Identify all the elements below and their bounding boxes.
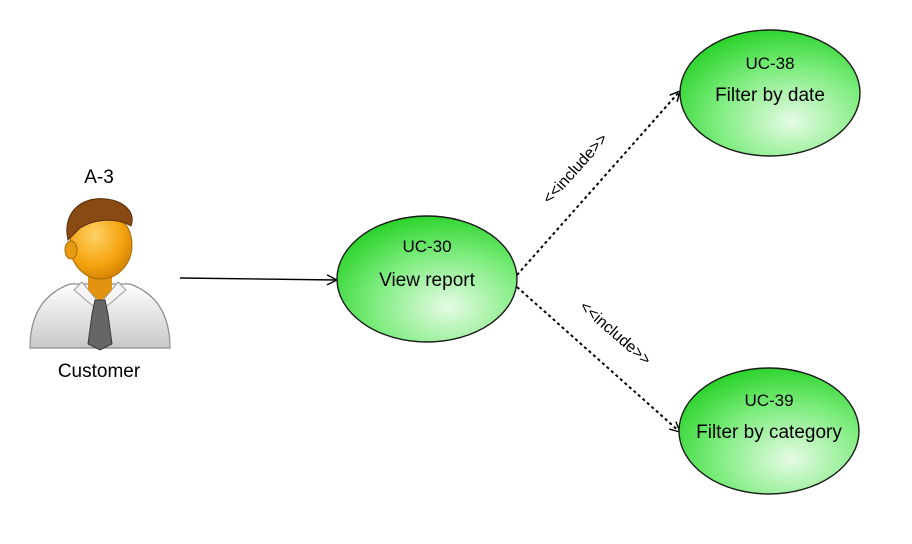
use-case-name: Filter by date [715, 85, 825, 106]
use-case-name: View report [379, 270, 475, 291]
actor-customer[interactable]: A-3 Customer [29, 167, 171, 382]
actor-id: A-3 [84, 167, 114, 188]
use-case-id: UC-38 [745, 54, 794, 73]
association-line [179, 278, 337, 280]
include-line-date [516, 91, 680, 276]
use-case-name: Filter by category [696, 422, 842, 443]
use-case-id: UC-39 [744, 391, 793, 410]
use-case-id: UC-30 [402, 237, 451, 256]
include-label-date: <<include>> [540, 131, 612, 208]
person-icon [29, 198, 171, 351]
include-label-category: <<include>> [576, 298, 654, 369]
use-case-view-report[interactable]: UC-30 View report [336, 215, 518, 343]
include-line-category [516, 286, 680, 432]
actor-name: Customer [58, 361, 141, 382]
use-case-filter-date[interactable]: UC-38 Filter by date [679, 29, 861, 157]
use-case-filter-category[interactable]: UC-39 Filter by category [678, 367, 860, 495]
